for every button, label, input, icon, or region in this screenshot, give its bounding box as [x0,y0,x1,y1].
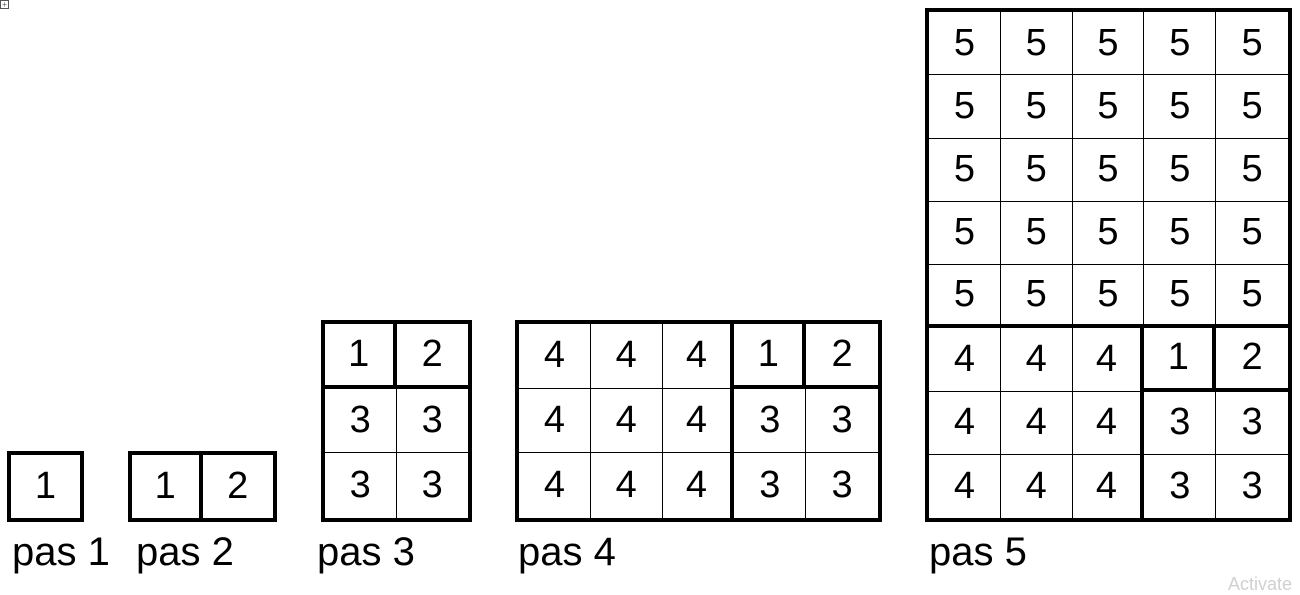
grid-cell: 3 [734,388,807,454]
grid-cell: 3 [1216,391,1288,455]
grid-cell: 4 [1000,391,1073,455]
step-1-label: pas 1 [12,530,110,574]
grid-cell: 2 [1216,328,1288,392]
grid-cell: 4 [590,453,663,518]
grid-cell: 5 [1000,265,1073,329]
step-1-grid: 1 [7,451,84,522]
grid-cell: 4 [929,328,1001,392]
grid-cell: 5 [929,12,1001,76]
grid-cell: 4 [1000,454,1073,518]
grid-cell: 1 [132,455,203,518]
grid-cell: 4 [590,324,663,389]
grid-cell: 5 [1144,265,1217,329]
grid-cell: 5 [929,75,1001,139]
grid-cell: 2 [806,324,878,389]
grid-cell: 5 [1000,12,1073,76]
grid-cell: 4 [1000,328,1073,392]
grid-cell: 5 [1000,201,1073,265]
grid-cell: 5 [1216,138,1288,202]
grid-cell: 1 [1144,328,1217,392]
grid-cell: 5 [1144,138,1217,202]
grid-cell: 4 [1072,454,1145,518]
grid-cell: 5 [1144,75,1217,139]
grid-cell: 1 [734,324,807,389]
grid-cell: 4 [519,388,591,454]
grid-cell: 3 [806,453,878,518]
grid-cell: 3 [1144,454,1217,518]
grid-cell: 5 [1072,12,1145,76]
grid-cell: 3 [396,388,468,454]
grid-cell: 5 [1000,75,1073,139]
activate-watermark: Activate [1228,574,1293,594]
grid-cell: 3 [734,453,807,518]
grid-cell: 4 [662,388,735,454]
grid-cell: 3 [325,388,397,454]
table-move-handle-icon[interactable]: + [0,0,9,9]
grid-cell: 4 [662,453,735,518]
grid-cell: 4 [929,391,1001,455]
grid-cell: 3 [325,453,397,518]
grid-cell: 3 [806,388,878,454]
grid-cell: 4 [519,324,591,389]
grid-cell: 5 [1000,138,1073,202]
grid-cell: 1 [11,455,80,518]
grid-cell: 5 [1216,265,1288,329]
grid-cell: 5 [1072,265,1145,329]
grid-cell: 1 [325,324,397,389]
grid-cell: 5 [1072,138,1145,202]
grid-cell: 5 [929,138,1001,202]
step-2-label: pas 2 [136,530,234,574]
grid-cell: 4 [519,453,591,518]
grid-cell: 4 [662,324,735,389]
grid-cell: 2 [396,324,468,389]
grid-cell: 4 [929,454,1001,518]
grid-cell: 4 [590,388,663,454]
grid-cell: 5 [929,201,1001,265]
grid-cell: 3 [1216,454,1288,518]
grid-cell: 3 [396,453,468,518]
grid-cell: 5 [1144,201,1217,265]
grid-cell: 4 [1072,391,1145,455]
grid-cell: 4 [1072,328,1145,392]
grid-cell: 5 [1144,12,1217,76]
step-4-label: pas 4 [518,530,616,574]
grid-cell: 5 [1072,201,1145,265]
step-5-label: pas 5 [929,530,1027,574]
grid-cell: 5 [1072,75,1145,139]
grid-cell: 2 [202,455,273,518]
grid-cell: 5 [1216,12,1288,76]
step-3-label: pas 3 [317,530,415,574]
grid-cell: 5 [1216,201,1288,265]
grid-cell: 5 [929,265,1001,329]
grid-cell: 3 [1144,391,1217,455]
grid-cell: 5 [1216,75,1288,139]
